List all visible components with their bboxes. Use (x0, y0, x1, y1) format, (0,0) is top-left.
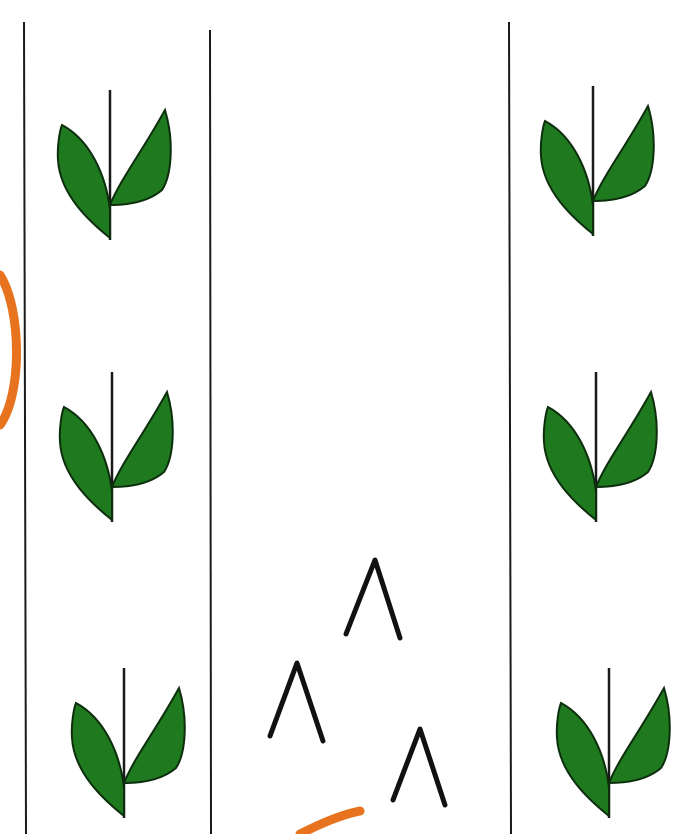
plant-icon-right-2 (544, 372, 657, 522)
plant-icon-left-3 (72, 668, 185, 818)
boundary-line-2 (210, 30, 211, 834)
plant-icon-left-1 (58, 90, 171, 240)
caret-icon-1 (346, 560, 400, 638)
caret-icon-3 (393, 729, 445, 805)
plant-icon-left-2 (60, 372, 173, 522)
plant-icon-right-1 (541, 86, 654, 236)
orange-arc-bottom (300, 811, 360, 834)
boundary-line-1 (24, 22, 26, 834)
orange-arc-left (0, 275, 17, 425)
caret-icon-2 (270, 663, 323, 741)
boundary-line-3 (509, 22, 511, 834)
plant-icon-right-3 (557, 668, 670, 818)
